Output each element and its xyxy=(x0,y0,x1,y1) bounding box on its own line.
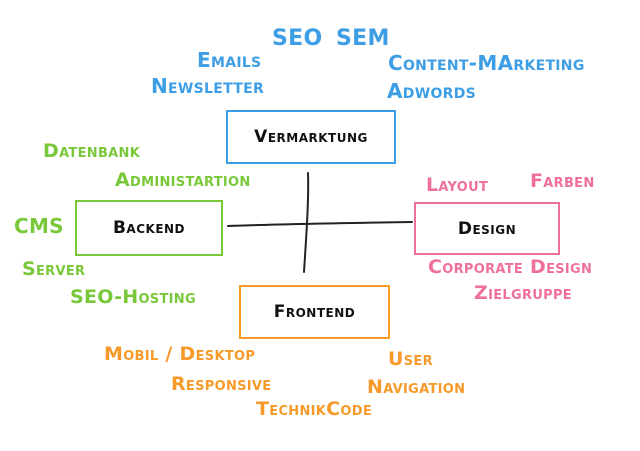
vermarktung-box-label: Vermarktung xyxy=(254,127,368,147)
term-adwords: Adwords xyxy=(387,79,477,103)
frontend-box-label: Frontend xyxy=(273,302,356,322)
term-layout: Layout xyxy=(426,174,489,196)
term-administartion: Administartion xyxy=(115,169,251,191)
term-technikcode: TechnikCode xyxy=(256,398,373,420)
term-seo: SEO xyxy=(272,26,323,51)
term-datenbank: Datenbank xyxy=(43,140,141,162)
cross-horizontal-line xyxy=(227,221,413,227)
term-emails: Emails xyxy=(197,48,262,72)
term-content-marketing: Content-MArketing xyxy=(388,51,585,75)
term-seo-hosting: SEO-Hosting xyxy=(70,286,196,308)
vermarktung-box: Vermarktung xyxy=(226,110,396,164)
term-corporate-design: Corporate Design xyxy=(428,256,593,278)
term-user: User xyxy=(388,348,433,370)
term-server: Server xyxy=(22,258,86,280)
cross-vertical-line xyxy=(303,172,310,273)
term-cms: CMS xyxy=(14,214,64,238)
term-sem: SEM xyxy=(336,26,390,51)
term-responsive: Responsive xyxy=(171,373,272,395)
term-zielgruppe: Zielgruppe xyxy=(474,282,572,304)
backend-box: Backend xyxy=(75,200,223,256)
design-box: Design xyxy=(414,202,560,255)
term-mobil-desktop: Mobil / Desktop xyxy=(104,343,256,365)
frontend-box: Frontend xyxy=(239,285,390,339)
backend-box-label: Backend xyxy=(112,218,186,238)
term-navigation: Navigation xyxy=(367,376,466,398)
term-newsletter: Newsletter xyxy=(151,74,265,98)
design-box-label: Design xyxy=(457,218,517,239)
term-farben: Farben xyxy=(530,170,595,192)
